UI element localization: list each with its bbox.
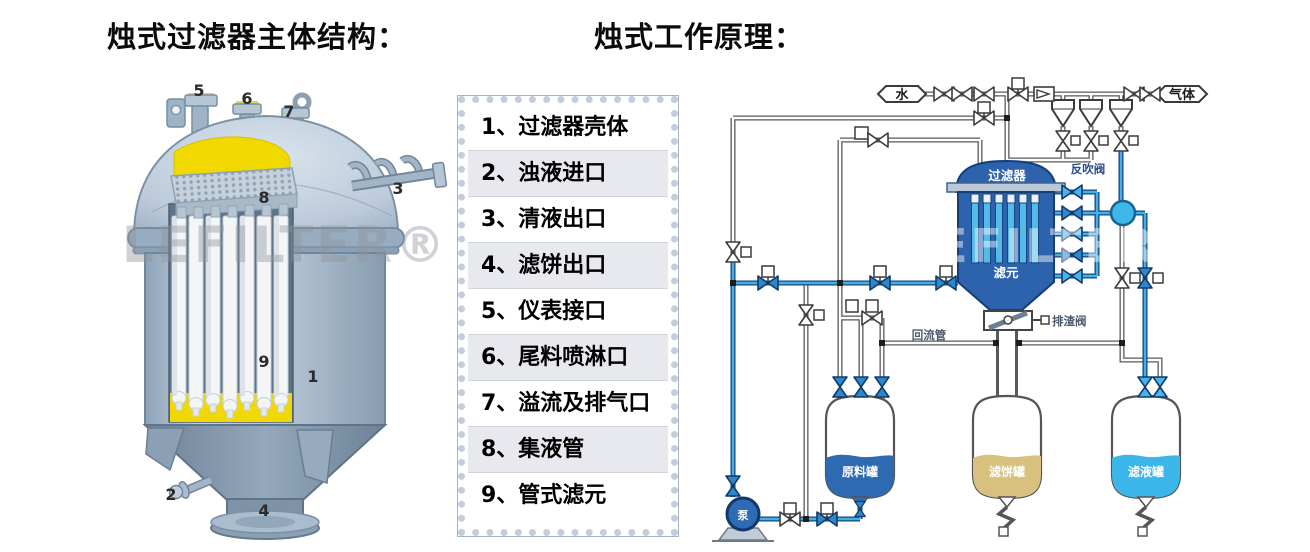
filter-label: 过滤器 <box>988 168 1026 183</box>
callout-6: 6 <box>241 89 252 108</box>
water-label: 水 <box>895 87 909 103</box>
callout-8: 8 <box>258 188 269 207</box>
left-section-title: 烛式过滤器主体结构： <box>107 20 408 54</box>
legend-item-2: 2、浊液进口 <box>468 151 668 197</box>
working-principle-diagram: LEFILTER® 水 气体 过滤器 滤元 反吹阀 排渣阀 回流管 原料罐 滤饼… <box>712 77 1209 542</box>
base-flange <box>210 510 320 540</box>
backflush-ball-valve <box>1109 199 1137 227</box>
legend-item-9: 9、管式滤元 <box>481 483 607 508</box>
parts-legend-panel: 1、过滤器壳体 2、浊液进口 3、清液出口 4、滤饼出口 5、仪表接口 6、尾料… <box>457 95 679 537</box>
clean-outlet-manifold <box>347 154 448 192</box>
collector-tube-sheet <box>170 167 298 219</box>
callout-1: 1 <box>307 367 318 386</box>
legend-item-7: 7、溢流及排气口 <box>468 381 668 427</box>
cake-tank <box>971 394 1043 537</box>
check-valve <box>1033 86 1055 102</box>
legend-item-8: 8、集液管 <box>468 427 668 473</box>
slurry-layer <box>173 136 291 179</box>
cake-tank-label: 滤饼罐 <box>989 464 1025 479</box>
drain-nozzle <box>168 475 213 500</box>
gas-label: 气体 <box>1169 87 1196 103</box>
return-pipe-label: 回流管 <box>912 328 947 342</box>
callout-4: 4 <box>258 501 269 520</box>
callout-3: 3 <box>392 179 403 198</box>
filter-element-label: 滤元 <box>993 265 1019 280</box>
process-valves <box>725 184 1168 527</box>
backflush-valve-label: 反吹阀 <box>1071 162 1106 176</box>
support-bracket-right <box>296 429 334 484</box>
filter-structure-figure: LEFILTER® 5 6 7 8 3 9 1 2 4 <box>122 81 448 540</box>
manual-valves <box>725 77 1161 527</box>
feed-tank <box>824 394 896 510</box>
legend-item-1: 1、过滤器壳体 <box>468 105 668 151</box>
right-section-title: 烛式工作原理： <box>594 20 805 54</box>
pump <box>712 496 774 542</box>
candle-bundle <box>970 193 1040 264</box>
feed-tank-label: 原料罐 <box>842 464 878 479</box>
support-bracket-left <box>145 427 186 472</box>
slag-valve-label: 排渣阀 <box>1052 314 1087 328</box>
callout-5: 5 <box>193 81 204 100</box>
filtrate-tank-label: 滤液罐 <box>1128 464 1164 479</box>
legend-item-3: 3、清液出口 <box>468 197 668 243</box>
callout-9: 9 <box>258 352 269 371</box>
gray-piping <box>730 91 1163 519</box>
pipe-junctions <box>730 115 1125 522</box>
gas-source-tag <box>1155 85 1209 103</box>
gas-filter-funnels <box>1051 99 1133 128</box>
water-source-tag <box>876 85 928 103</box>
slag-discharge-valve <box>983 310 1050 331</box>
pump-label: 泵 <box>738 509 749 522</box>
watermark: LEFILTER® <box>122 216 448 274</box>
callout-7: 7 <box>283 102 294 121</box>
candle-elements <box>171 215 289 419</box>
callout-2: 2 <box>165 485 176 504</box>
filtrate-tank <box>1110 394 1182 537</box>
watermark: LEFILTER® <box>904 219 1206 273</box>
legend-item-6: 6、尾料喷淋口 <box>468 335 668 381</box>
legend-item-4: 4、滤饼出口 <box>468 243 668 289</box>
legend-item-5: 5、仪表接口 <box>468 289 668 335</box>
